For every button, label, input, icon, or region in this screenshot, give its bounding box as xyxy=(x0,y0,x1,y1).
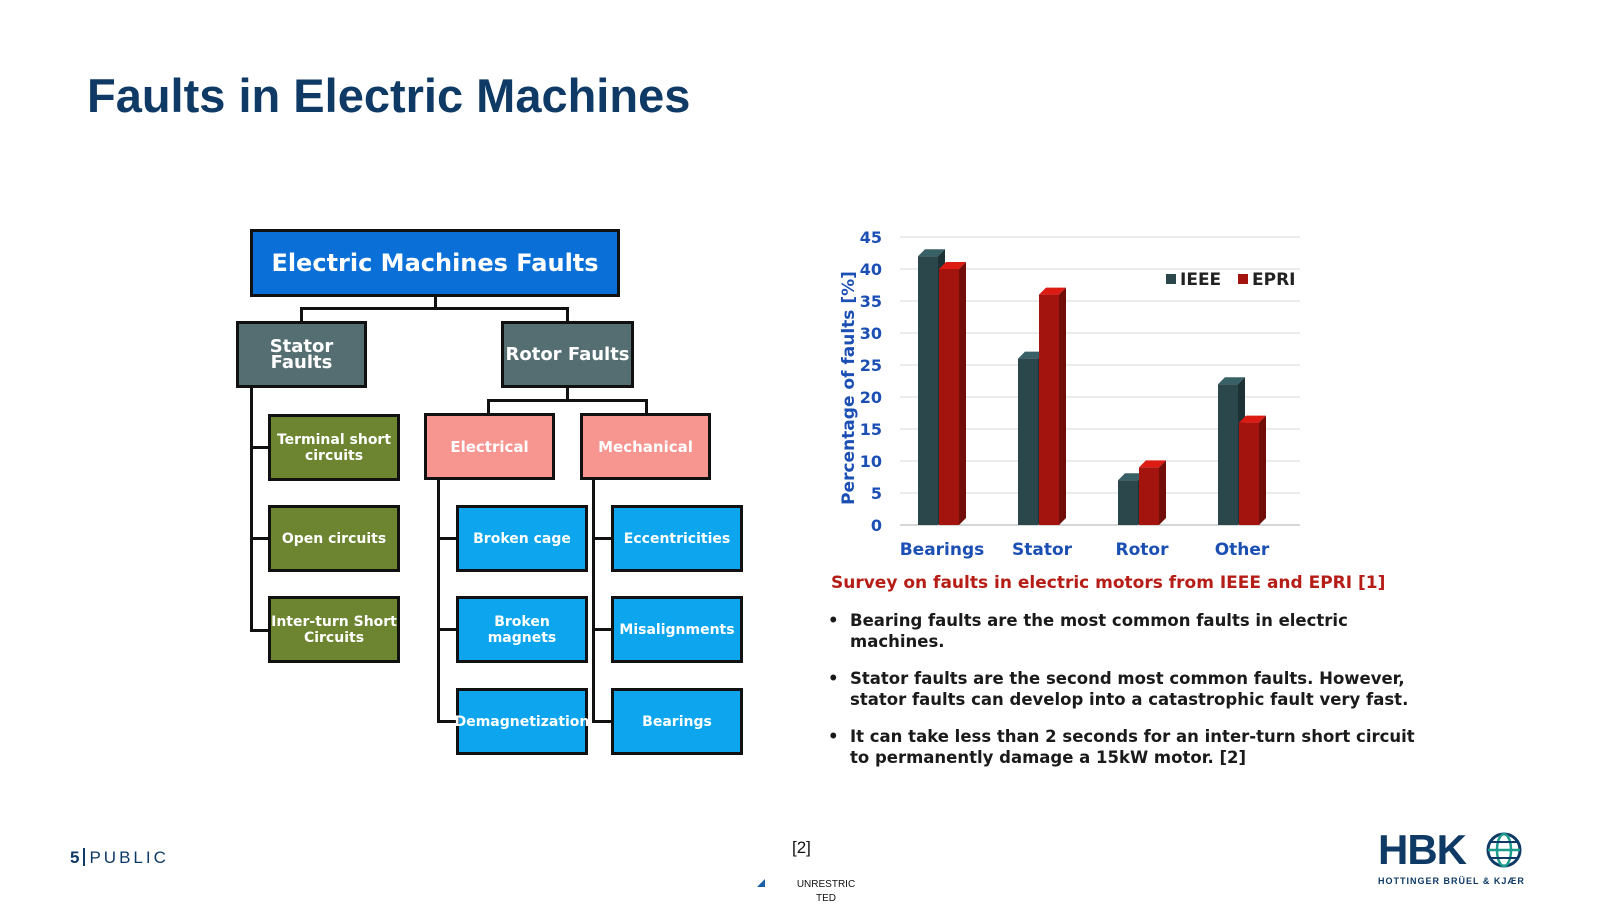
x-tick-label: Rotor xyxy=(1116,540,1170,560)
connector xyxy=(250,537,270,540)
x-tick-label: Bearings xyxy=(900,540,985,560)
node-terminal-short-circuits: Terminal short circuits xyxy=(268,414,400,481)
connector xyxy=(645,399,648,413)
connector xyxy=(437,720,457,723)
node-electrical: Electrical xyxy=(424,413,555,480)
bar-side xyxy=(1259,415,1266,525)
fault-survey-bar-chart: 0 5 10 15 20 25 30 35 40 45 Bearings Stator Rotor Ot… xyxy=(839,228,1300,560)
connector xyxy=(250,388,253,632)
legend-swatch-ieee xyxy=(1166,274,1176,284)
node-stator-faults: Stator Faults xyxy=(236,321,367,388)
chart-y-ticks: 0 5 10 15 20 25 30 35 40 45 xyxy=(860,228,882,535)
legend-swatch-epri xyxy=(1238,274,1248,284)
node-inter-turn-short-circuits: Inter-turn Short Circuits xyxy=(268,596,400,663)
hbk-logo: HBK HOTTINGER BRÜEL & KJÆR xyxy=(1378,826,1525,892)
bar-top xyxy=(918,249,945,257)
globe-icon xyxy=(1486,832,1522,868)
connector xyxy=(592,537,612,540)
bar-face xyxy=(1239,422,1259,525)
footer-divider xyxy=(83,848,86,866)
bar-face xyxy=(1039,294,1059,525)
node-rotor-faults: Rotor Faults xyxy=(501,321,634,388)
connector xyxy=(250,629,270,632)
classification-label: PUBLIC xyxy=(89,848,169,867)
bar-face xyxy=(1139,467,1159,525)
bar-side xyxy=(1159,460,1166,525)
logo-text: HBK xyxy=(1378,826,1467,873)
node-bearings: Bearings xyxy=(611,688,743,755)
bar-top xyxy=(1118,473,1145,481)
y-tick-label: 30 xyxy=(860,324,882,343)
bar-side xyxy=(959,262,966,525)
logo-subtitle: HOTTINGER BRÜEL & KJÆR xyxy=(1378,876,1525,886)
node-broken-cage: Broken cage xyxy=(456,505,588,572)
node-open-circuits: Open circuits xyxy=(268,505,400,572)
bar-face xyxy=(1118,480,1138,525)
connector xyxy=(592,720,612,723)
bar-epri-rotor xyxy=(1139,460,1166,525)
node-eccentricities: Eccentricities xyxy=(611,505,743,572)
chart-bars xyxy=(918,249,1266,525)
x-tick-label: Other xyxy=(1215,540,1270,560)
bar-epri-other xyxy=(1239,415,1266,525)
y-axis-label: Percentage of faults [%] xyxy=(839,271,859,505)
bar-face xyxy=(918,256,938,525)
bar-face xyxy=(1018,358,1038,525)
bar-top xyxy=(1039,287,1066,295)
bar-epri-bearings xyxy=(939,262,966,525)
node-misalignments: Misalignments xyxy=(611,596,743,663)
bullet-item: It can take less than 2 seconds for an i… xyxy=(828,726,1428,768)
node-broken-magnets: Broken magnets xyxy=(456,596,588,663)
node-mechanical: Mechanical xyxy=(580,413,711,480)
chart-x-labels: Bearings Stator Rotor Other xyxy=(900,540,1270,560)
page-number: 5 xyxy=(70,848,80,867)
connector xyxy=(434,297,437,309)
y-tick-label: 20 xyxy=(860,388,882,407)
connector xyxy=(487,399,490,413)
bar-epri-stator xyxy=(1039,287,1066,525)
slide-title: Faults in Electric Machines xyxy=(87,69,691,122)
y-tick-label: 15 xyxy=(860,420,882,439)
bullet-item: Bearing faults are the most common fault… xyxy=(828,610,1428,652)
x-tick-label: Stator xyxy=(1012,540,1073,560)
y-tick-label: 0 xyxy=(871,516,882,535)
connector xyxy=(437,537,457,540)
connector xyxy=(300,307,303,323)
connector xyxy=(566,388,569,402)
node-electric-machines-faults: Electric Machines Faults xyxy=(250,229,620,297)
y-tick-label: 35 xyxy=(860,292,882,311)
legend-label-epri: EPRI xyxy=(1252,270,1296,290)
chart-caption: Survey on faults in electric motors from… xyxy=(831,573,1386,593)
y-tick-label: 25 xyxy=(860,356,882,375)
bullet-list: Bearing faults are the most common fault… xyxy=(828,610,1428,784)
connector xyxy=(437,478,440,723)
y-tick-label: 10 xyxy=(860,452,882,471)
connector xyxy=(250,446,270,449)
y-tick-label: 5 xyxy=(871,484,882,503)
bar-top xyxy=(1239,415,1266,423)
bar-top xyxy=(939,262,966,269)
connector xyxy=(300,307,569,310)
footer-classification: 5 PUBLIC xyxy=(70,848,169,868)
bar-side xyxy=(1059,287,1066,525)
bar-top xyxy=(1018,351,1045,359)
connector xyxy=(592,628,612,631)
node-demagnetization: Demagnetization xyxy=(455,688,589,755)
chart-legend: IEEE EPRI xyxy=(1166,270,1296,290)
legend-label-ieee: IEEE xyxy=(1180,270,1221,290)
connector xyxy=(437,628,457,631)
reference-marker: [2] xyxy=(792,838,811,857)
bar-face xyxy=(939,269,959,525)
y-tick-label: 40 xyxy=(860,260,882,279)
bar-top xyxy=(1139,460,1166,468)
unrestricted-label: UNRESTRICTED xyxy=(796,879,856,904)
connector xyxy=(566,307,569,323)
triangle-icon xyxy=(757,879,765,887)
bullet-item: Stator faults are the second most common… xyxy=(828,668,1428,710)
bar-top xyxy=(1218,377,1245,385)
connector xyxy=(487,399,648,402)
y-tick-label: 45 xyxy=(860,228,882,247)
connector xyxy=(592,478,595,723)
bar-face xyxy=(1218,384,1238,525)
